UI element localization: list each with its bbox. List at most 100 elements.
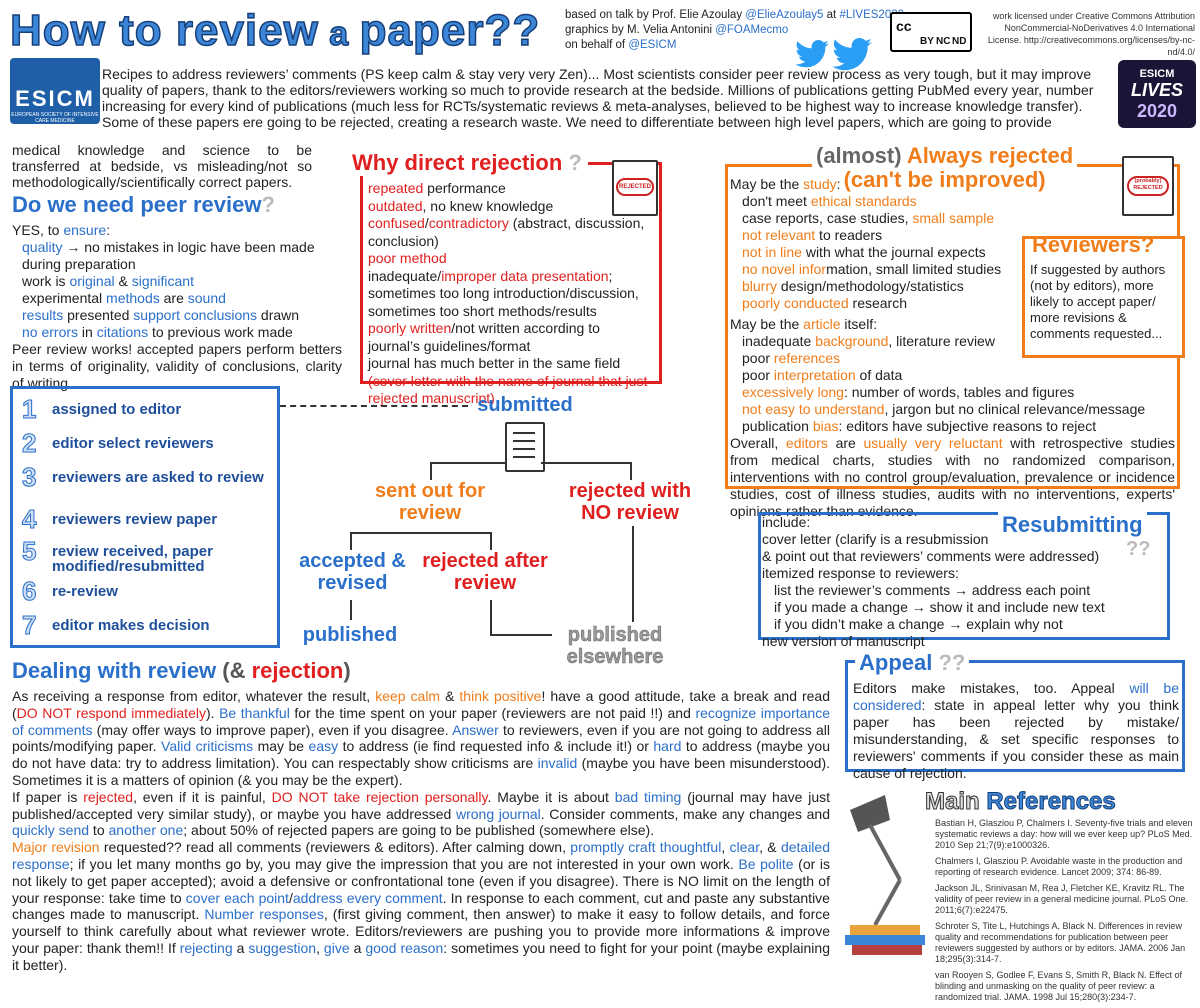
flow-accepted-revised: accepted & revised [299, 550, 406, 594]
highlight: sound [187, 290, 226, 306]
appeal-body: Editors make mistakes, too. Appeal will … [853, 680, 1179, 782]
text: , & [759, 839, 781, 856]
step-number: 7 [21, 610, 37, 641]
text: ; if you let many months go by, you may … [69, 855, 739, 872]
title-part: How to review [9, 5, 319, 56]
text: to [89, 822, 109, 839]
review-steps-box [10, 386, 280, 648]
highlight: recognize importance of comments [12, 704, 830, 738]
text: if you made a change → show it and inclu… [774, 599, 1105, 615]
text: performance [423, 180, 506, 196]
text: , [721, 839, 730, 856]
text: , no knew knowledge [422, 197, 554, 214]
license-text: work licensed under Creative Commons Att… [987, 11, 1195, 57]
highlight: blurry [742, 278, 778, 294]
highlight: poor method [368, 250, 447, 266]
text: : state in appeal letter why you think p… [853, 697, 1179, 781]
twitter-handle[interactable]: @ElieAzoulay5 [745, 9, 824, 21]
text: publication [742, 418, 813, 434]
document-stack-icon [505, 422, 545, 472]
logo-text: 2020 [1136, 101, 1178, 121]
highlight: not in line [742, 244, 802, 260]
credit-text: on behalf of [565, 39, 629, 51]
logo-text: ESICM [15, 86, 95, 111]
heading-text: rejection [251, 658, 344, 683]
resubmitting-box [758, 512, 1170, 640]
highlight: support conclusions [133, 307, 258, 323]
heading-text: Main [925, 788, 981, 816]
text: (maybe you have been misunderstood). Som… [12, 755, 831, 788]
hashtag[interactable]: #LIVES2020 [839, 9, 905, 21]
twitter-handle[interactable]: @FOAMecmo [715, 24, 789, 36]
highlight: cover each point [185, 889, 289, 906]
peer-review-heading: Do we need peer review? [12, 192, 275, 218]
highlight: Major revision [12, 839, 100, 856]
highlight: small sample [912, 210, 995, 226]
text: : [836, 176, 841, 192]
text: to previous work made [148, 324, 293, 340]
question-mark: ? [261, 192, 275, 217]
highlight: references [773, 350, 841, 366]
heading-text: Do we need peer review [12, 192, 262, 217]
highlight: quality [22, 239, 63, 255]
highlight: easy [308, 738, 339, 755]
text: : [106, 222, 111, 238]
highlight: significant [131, 273, 194, 289]
highlight: wrong journal [455, 805, 541, 822]
step-label: reviewers are asked to review [52, 469, 264, 486]
text: requested?? read all comments (reviewers… [99, 839, 571, 856]
text: & point out that reviewers’ comments wer… [762, 548, 1100, 564]
cc-license-badge[interactable]: cc BY NC ND [890, 12, 972, 52]
cc-nd-label: ND [952, 36, 967, 47]
intro-text-continued: medical knowledge and science to be tran… [12, 142, 312, 190]
highlight: repeated [368, 180, 424, 196]
direct-rejection-heading: Why direct rejection ? [346, 150, 588, 176]
text: inadequate [742, 333, 816, 349]
highlight: DO NOT take rejection personally [271, 788, 488, 805]
text: inadequate/ [368, 267, 442, 284]
twitter-handle[interactable]: @ESICM [628, 39, 677, 51]
text: a [232, 939, 249, 956]
highlight: think positive [459, 688, 542, 704]
step-number: 1 [21, 394, 37, 425]
highlight: rejecting [179, 939, 233, 956]
cc-icon: cc [896, 18, 912, 34]
highlight: improper data presentation [441, 267, 609, 284]
cc-nc-label: NC [936, 36, 951, 47]
rejected-document-icon: REJECTED [612, 160, 658, 216]
step-item: 1 assigned to editor [21, 394, 272, 428]
highlight: DO NOT respond immediately [16, 704, 206, 721]
highlight: Be polite [738, 855, 794, 872]
flow-connector [280, 405, 468, 407]
text: work is [22, 273, 70, 289]
step-label: assigned to editor [52, 401, 182, 418]
highlight: poorly written [368, 320, 452, 336]
highlight: will be considered [853, 680, 1179, 713]
text: presented [63, 307, 134, 323]
text: to reviewers, even if you are not going … [12, 721, 830, 755]
twitter-bird-icon [832, 38, 872, 78]
dealing-with-review-body: As receiving a response from editor, wha… [12, 688, 830, 974]
flow-sent-out-for-review: sent out for review [375, 480, 485, 524]
highlight: usually very reluctant [863, 435, 1003, 451]
highlight: bad timing [614, 788, 682, 805]
credit-text: graphics by M. Velia Antonini [565, 24, 716, 36]
text: , (first giving comment, then answer) to… [12, 906, 831, 956]
title-part: ?? [484, 5, 541, 56]
step-label: re-review [52, 583, 118, 600]
highlight: not easy to understand [742, 401, 885, 417]
text: ! have a good attitude, take a break and… [12, 688, 830, 721]
flow-connector [430, 462, 432, 480]
highlight: not relevant [742, 227, 816, 243]
step-label: editor makes decision [52, 617, 210, 634]
text: may be [253, 738, 309, 755]
highlight: ensure [63, 222, 107, 238]
text: new version of manuscript [762, 633, 925, 649]
text: ). [205, 704, 220, 721]
flow-connector [350, 532, 490, 534]
text: As receiving a response from editor, wha… [12, 688, 376, 704]
highlight: no novel infor [742, 261, 827, 277]
peer-review-body: YES, to ensure: quality → no mistakes in… [12, 222, 342, 392]
